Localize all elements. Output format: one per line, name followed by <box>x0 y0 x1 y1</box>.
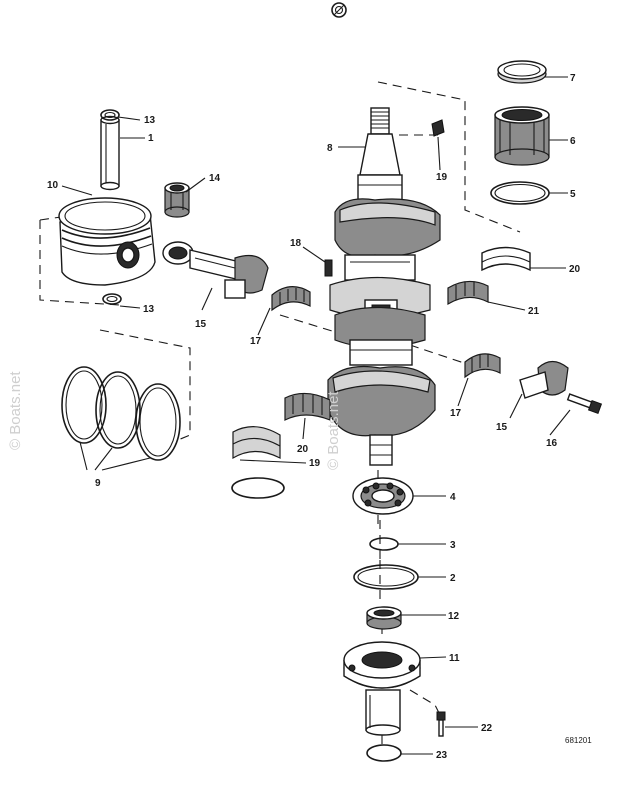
callout-13-bottom: 13 <box>143 304 155 315</box>
part-5-seal-ring <box>490 181 550 205</box>
callout-11: 11 <box>449 653 460 664</box>
callout-19-lower: 19 <box>309 458 321 469</box>
part-3-retaining-ring <box>369 537 399 551</box>
callout-14: 14 <box>209 173 221 184</box>
part-6-needle-bearing <box>494 106 550 166</box>
callout-10: 10 <box>47 180 59 191</box>
callout-4: 4 <box>450 492 456 503</box>
part-18-dowel-pin <box>324 259 333 277</box>
leader-lines <box>61 76 571 755</box>
callout-18: 18 <box>290 238 302 249</box>
figure-code: 681201 <box>565 736 592 745</box>
part-13-retaining-ring-bottom <box>102 293 122 305</box>
callout-23: 23 <box>436 750 448 761</box>
part-8-crankshaft <box>327 107 441 466</box>
callout-17-left: 17 <box>250 336 262 347</box>
snap-ring-left <box>231 477 285 499</box>
watermark-center: © Boats.net <box>325 391 342 470</box>
callout-7: 7 <box>570 73 576 84</box>
part-7-bearing-race <box>497 60 547 84</box>
part-19-retainer-upper <box>481 246 531 272</box>
part-17-bearing-cage-left <box>271 286 311 312</box>
callout-labels: 13 1 10 14 13 15 17 18 20 19 9 8 19 7 6 … <box>47 73 581 761</box>
callout-2: 2 <box>450 573 456 584</box>
callout-22: 22 <box>481 723 493 734</box>
callout-6: 6 <box>570 136 576 147</box>
part-10-piston <box>58 197 156 286</box>
part-9-piston-rings <box>61 366 181 461</box>
part-13-retaining-ring-top <box>100 109 120 121</box>
callout-15-right: 15 <box>496 422 508 433</box>
callout-8: 8 <box>327 143 333 154</box>
part-15-connecting-rod-right <box>519 360 569 399</box>
callout-3: 3 <box>450 540 456 551</box>
part-2-o-ring <box>353 564 419 590</box>
part-16-rod-bolt <box>566 393 603 415</box>
part-23-o-ring <box>366 744 402 762</box>
watermark-left: © Boats.net <box>7 371 24 450</box>
part-22-screw <box>436 711 446 737</box>
part-14-needle-bearing <box>164 182 190 218</box>
part-20-bearing-half-lower <box>284 392 331 421</box>
callout-9: 9 <box>95 478 101 489</box>
callout-19-upper: 20 <box>569 264 581 275</box>
registration-mark <box>331 2 347 18</box>
part-19-retainer-lower <box>232 426 281 460</box>
callout-15-left: 15 <box>195 319 207 330</box>
callout-12: 12 <box>448 611 460 622</box>
part-4-ball-bearing <box>352 477 414 515</box>
callout-21: 19 <box>436 172 448 183</box>
callout-13-top: 13 <box>144 115 156 126</box>
callout-20-lower: 20 <box>297 444 309 455</box>
part-21-woodruff-key <box>431 119 445 137</box>
part-11-bearing-housing <box>343 641 421 736</box>
callout-1: 1 <box>148 133 154 144</box>
callout-20-upper: 21 <box>528 306 540 317</box>
part-15-connecting-rod-left <box>162 241 269 299</box>
callout-17-right: 17 <box>450 408 462 419</box>
callout-5: 5 <box>570 189 576 200</box>
part-12-oil-seal <box>366 606 402 630</box>
part-20-bearing-half-upper <box>447 280 489 306</box>
callout-16: 16 <box>546 438 558 449</box>
part-1-piston-pin <box>100 115 120 191</box>
part-17-bearing-cage-right <box>464 353 501 379</box>
